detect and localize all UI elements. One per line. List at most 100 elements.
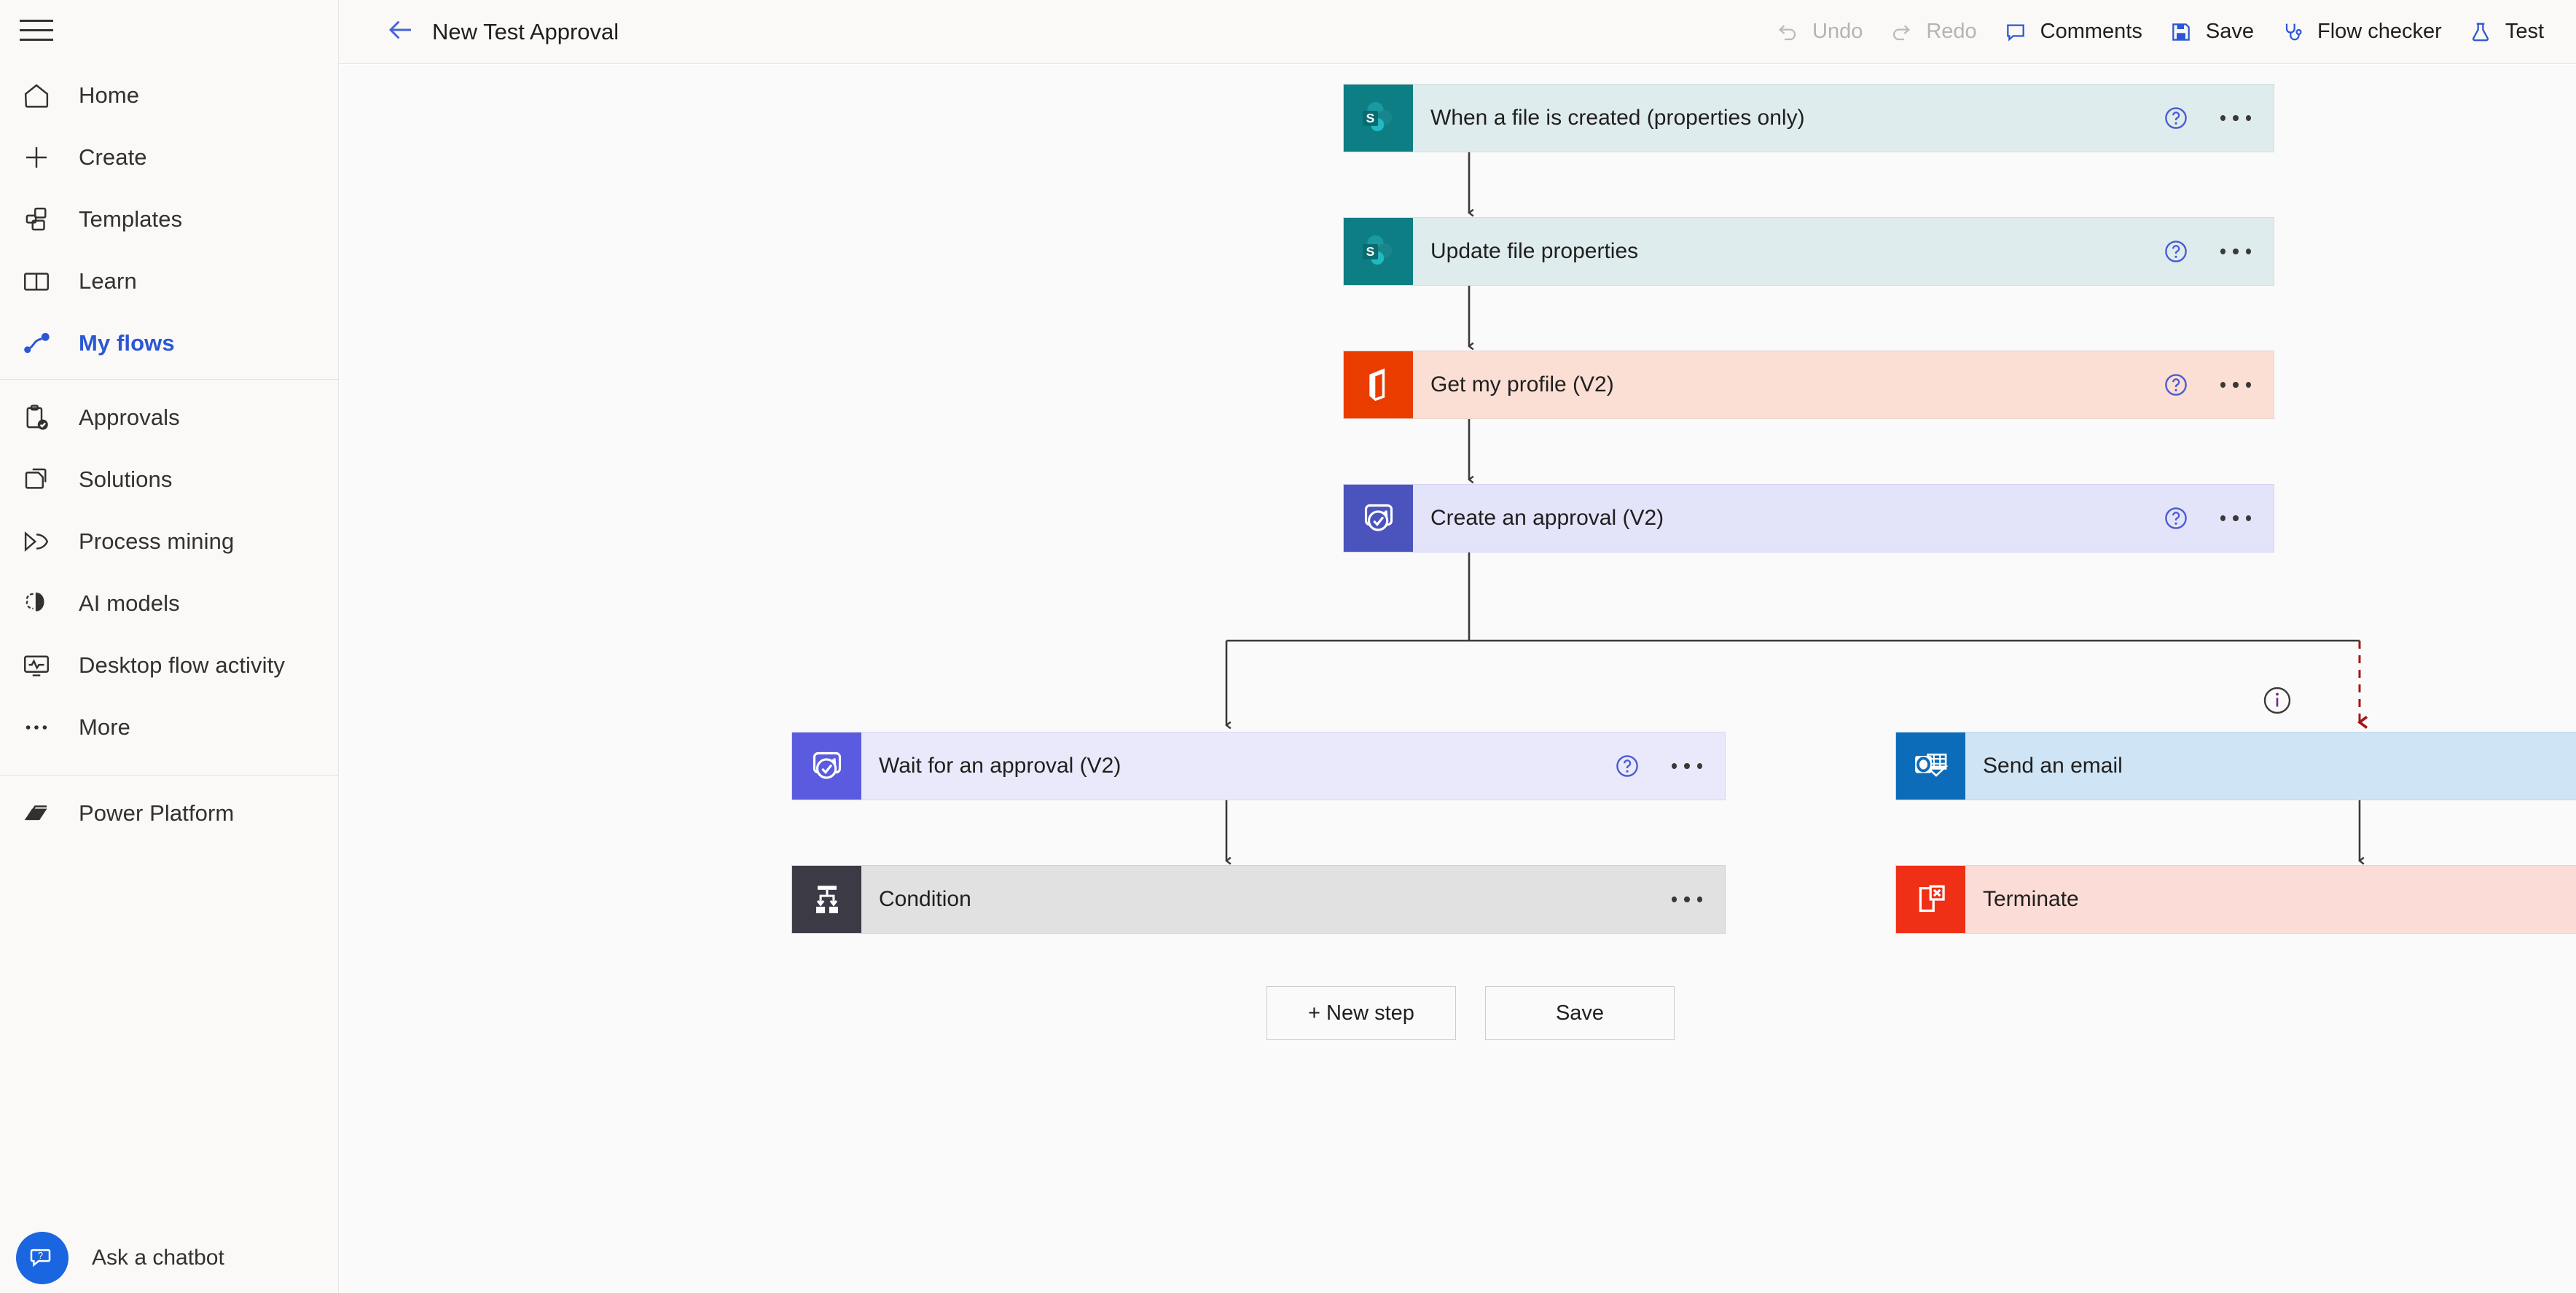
flask-icon [2465, 17, 2496, 47]
flow-node-body: When a file is created (properties only) [1413, 85, 2274, 152]
flow-node-actions [2160, 235, 2274, 267]
redo-label: Redo [1926, 20, 1977, 43]
flow-node-title: Create an approval (V2) [1430, 506, 1664, 530]
sidebar-divider-1 [0, 379, 338, 380]
flow-node-update-file-properties[interactable]: S Update file properties [1343, 217, 2274, 286]
power-platform-icon [16, 793, 57, 834]
sidebar-divider-2 [0, 775, 338, 776]
hamburger-menu-button[interactable] [16, 10, 57, 51]
flow-node-title: Terminate [1983, 887, 2079, 911]
more-options-icon[interactable] [2217, 502, 2255, 534]
flow-node-send-an-email[interactable]: Send an email [1895, 732, 2576, 800]
more-options-icon[interactable] [2217, 102, 2255, 134]
flow-node-body: Terminate [1965, 866, 2576, 933]
sidebar-item-label: Create [79, 144, 147, 170]
sidebar-item-home[interactable]: Home [0, 64, 339, 126]
new-step-button[interactable]: + New step [1267, 986, 1456, 1040]
sidebar-item-label: Solutions [79, 466, 173, 492]
flow-designer-canvas[interactable]: S When a file is created (properties onl… [340, 65, 2576, 1293]
flow-icon [16, 323, 57, 364]
flow-node-actions [2160, 102, 2274, 134]
ask-a-chatbot-button[interactable]: ? Ask a chatbot [9, 1223, 329, 1293]
flow-node-body: Get my profile (V2) [1413, 351, 2274, 418]
help-icon[interactable] [2160, 369, 2192, 401]
svg-text:?: ? [38, 1251, 43, 1261]
sidebar-item-learn[interactable]: Learn [0, 250, 339, 312]
sharepoint-icon: S [1344, 218, 1413, 285]
sidebar-item-label: Home [79, 82, 140, 108]
flow-title: New Test Approval [432, 18, 619, 44]
comments-label: Comments [2040, 20, 2142, 43]
sidebar-item-label: More [79, 714, 131, 740]
flow-node-get-my-profile[interactable]: Get my profile (V2) [1343, 351, 2274, 419]
more-options-icon[interactable] [1668, 750, 1706, 782]
office365-icon [1344, 351, 1413, 418]
flow-node-create-an-approval[interactable]: Create an approval (V2) [1343, 484, 2274, 552]
flow-checker-button[interactable]: Flow checker [2266, 7, 2454, 58]
redo-icon [1886, 17, 1917, 47]
help-icon[interactable] [2160, 235, 2192, 267]
flow-node-when-a-file-is-created[interactable]: S When a file is created (properties onl… [1343, 84, 2274, 152]
flow-node-wait-for-an-approval[interactable]: Wait for an approval (V2) [791, 732, 1726, 800]
clipboard-check-icon [16, 397, 57, 438]
sidebar-item-more[interactable]: More [0, 696, 339, 758]
sidebar-item-power-platform[interactable]: Power Platform [0, 782, 339, 844]
undo-icon [1772, 17, 1803, 47]
process-mining-icon [16, 521, 57, 562]
sidebar-group-tertiary: Power Platform [0, 782, 339, 844]
left-navigation-sidebar: Home Create Templates [0, 0, 339, 1293]
ai-brain-icon [16, 583, 57, 624]
approvals-icon [1344, 485, 1413, 552]
sidebar-item-my-flows[interactable]: My flows [0, 312, 339, 374]
sidebar-item-approvals[interactable]: Approvals [0, 386, 339, 448]
help-icon[interactable] [1611, 750, 1643, 782]
back-arrow-icon [385, 15, 416, 49]
save-button[interactable]: Save [2154, 7, 2266, 58]
sidebar-item-label: Power Platform [79, 800, 235, 826]
flow-node-body: Create an approval (V2) [1413, 485, 2274, 552]
sidebar-group-secondary: Approvals Solutions Process mining [0, 386, 339, 758]
flow-node-body: Wait for an approval (V2) [861, 733, 1725, 800]
top-command-bar: New Test Approval Undo Redo [339, 0, 2576, 64]
more-options-icon[interactable] [1668, 883, 1706, 915]
back-button[interactable] [383, 14, 419, 50]
stethoscope-icon [2277, 17, 2308, 47]
sidebar-group-primary: Home Create Templates [0, 64, 339, 374]
sidebar-item-ai-models[interactable]: AI models [0, 572, 339, 634]
flow-node-title: Condition [879, 887, 971, 911]
save-label: Save [2205, 20, 2254, 43]
flow-node-condition[interactable]: Condition [791, 865, 1726, 934]
sharepoint-icon: S [1344, 85, 1413, 152]
test-button[interactable]: Test [2454, 7, 2556, 58]
undo-label: Undo [1812, 20, 1863, 43]
book-icon [16, 261, 57, 302]
flow-node-body: Send an email [1965, 733, 2576, 800]
chatbot-label: Ask a chatbot [92, 1246, 224, 1270]
more-options-icon[interactable] [2217, 369, 2255, 401]
terminate-icon [1896, 866, 1965, 933]
sidebar-item-create[interactable]: Create [0, 126, 339, 188]
more-options-icon[interactable] [2217, 235, 2255, 267]
flow-node-terminate[interactable]: Terminate [1895, 865, 2576, 934]
redo-button[interactable]: Redo [1874, 7, 1988, 58]
flow-node-actions [1643, 883, 1725, 915]
sidebar-item-label: Desktop flow activity [79, 652, 285, 678]
flow-node-body: Update file properties [1413, 218, 2274, 285]
flow-node-title: Wait for an approval (V2) [879, 754, 1121, 778]
sidebar-item-label: Templates [79, 206, 183, 232]
help-icon[interactable] [2160, 502, 2192, 534]
flow-node-actions [1611, 750, 1725, 782]
undo-button[interactable]: Undo [1761, 7, 1874, 58]
save-flow-button[interactable]: Save [1485, 986, 1675, 1040]
help-icon[interactable] [2160, 102, 2192, 134]
solutions-icon [16, 459, 57, 500]
svg-text:S: S [1366, 111, 1374, 125]
sidebar-item-solutions[interactable]: Solutions [0, 448, 339, 510]
comments-button[interactable]: Comments [1989, 7, 2154, 58]
sidebar-item-label: My flows [79, 329, 175, 356]
sidebar-item-process-mining[interactable]: Process mining [0, 510, 339, 572]
sidebar-item-desktop-flow-activity[interactable]: Desktop flow activity [0, 634, 339, 696]
sidebar-item-templates[interactable]: Templates [0, 188, 339, 250]
flow-node-title: Get my profile (V2) [1430, 372, 1614, 397]
flow-node-actions [2160, 369, 2274, 401]
